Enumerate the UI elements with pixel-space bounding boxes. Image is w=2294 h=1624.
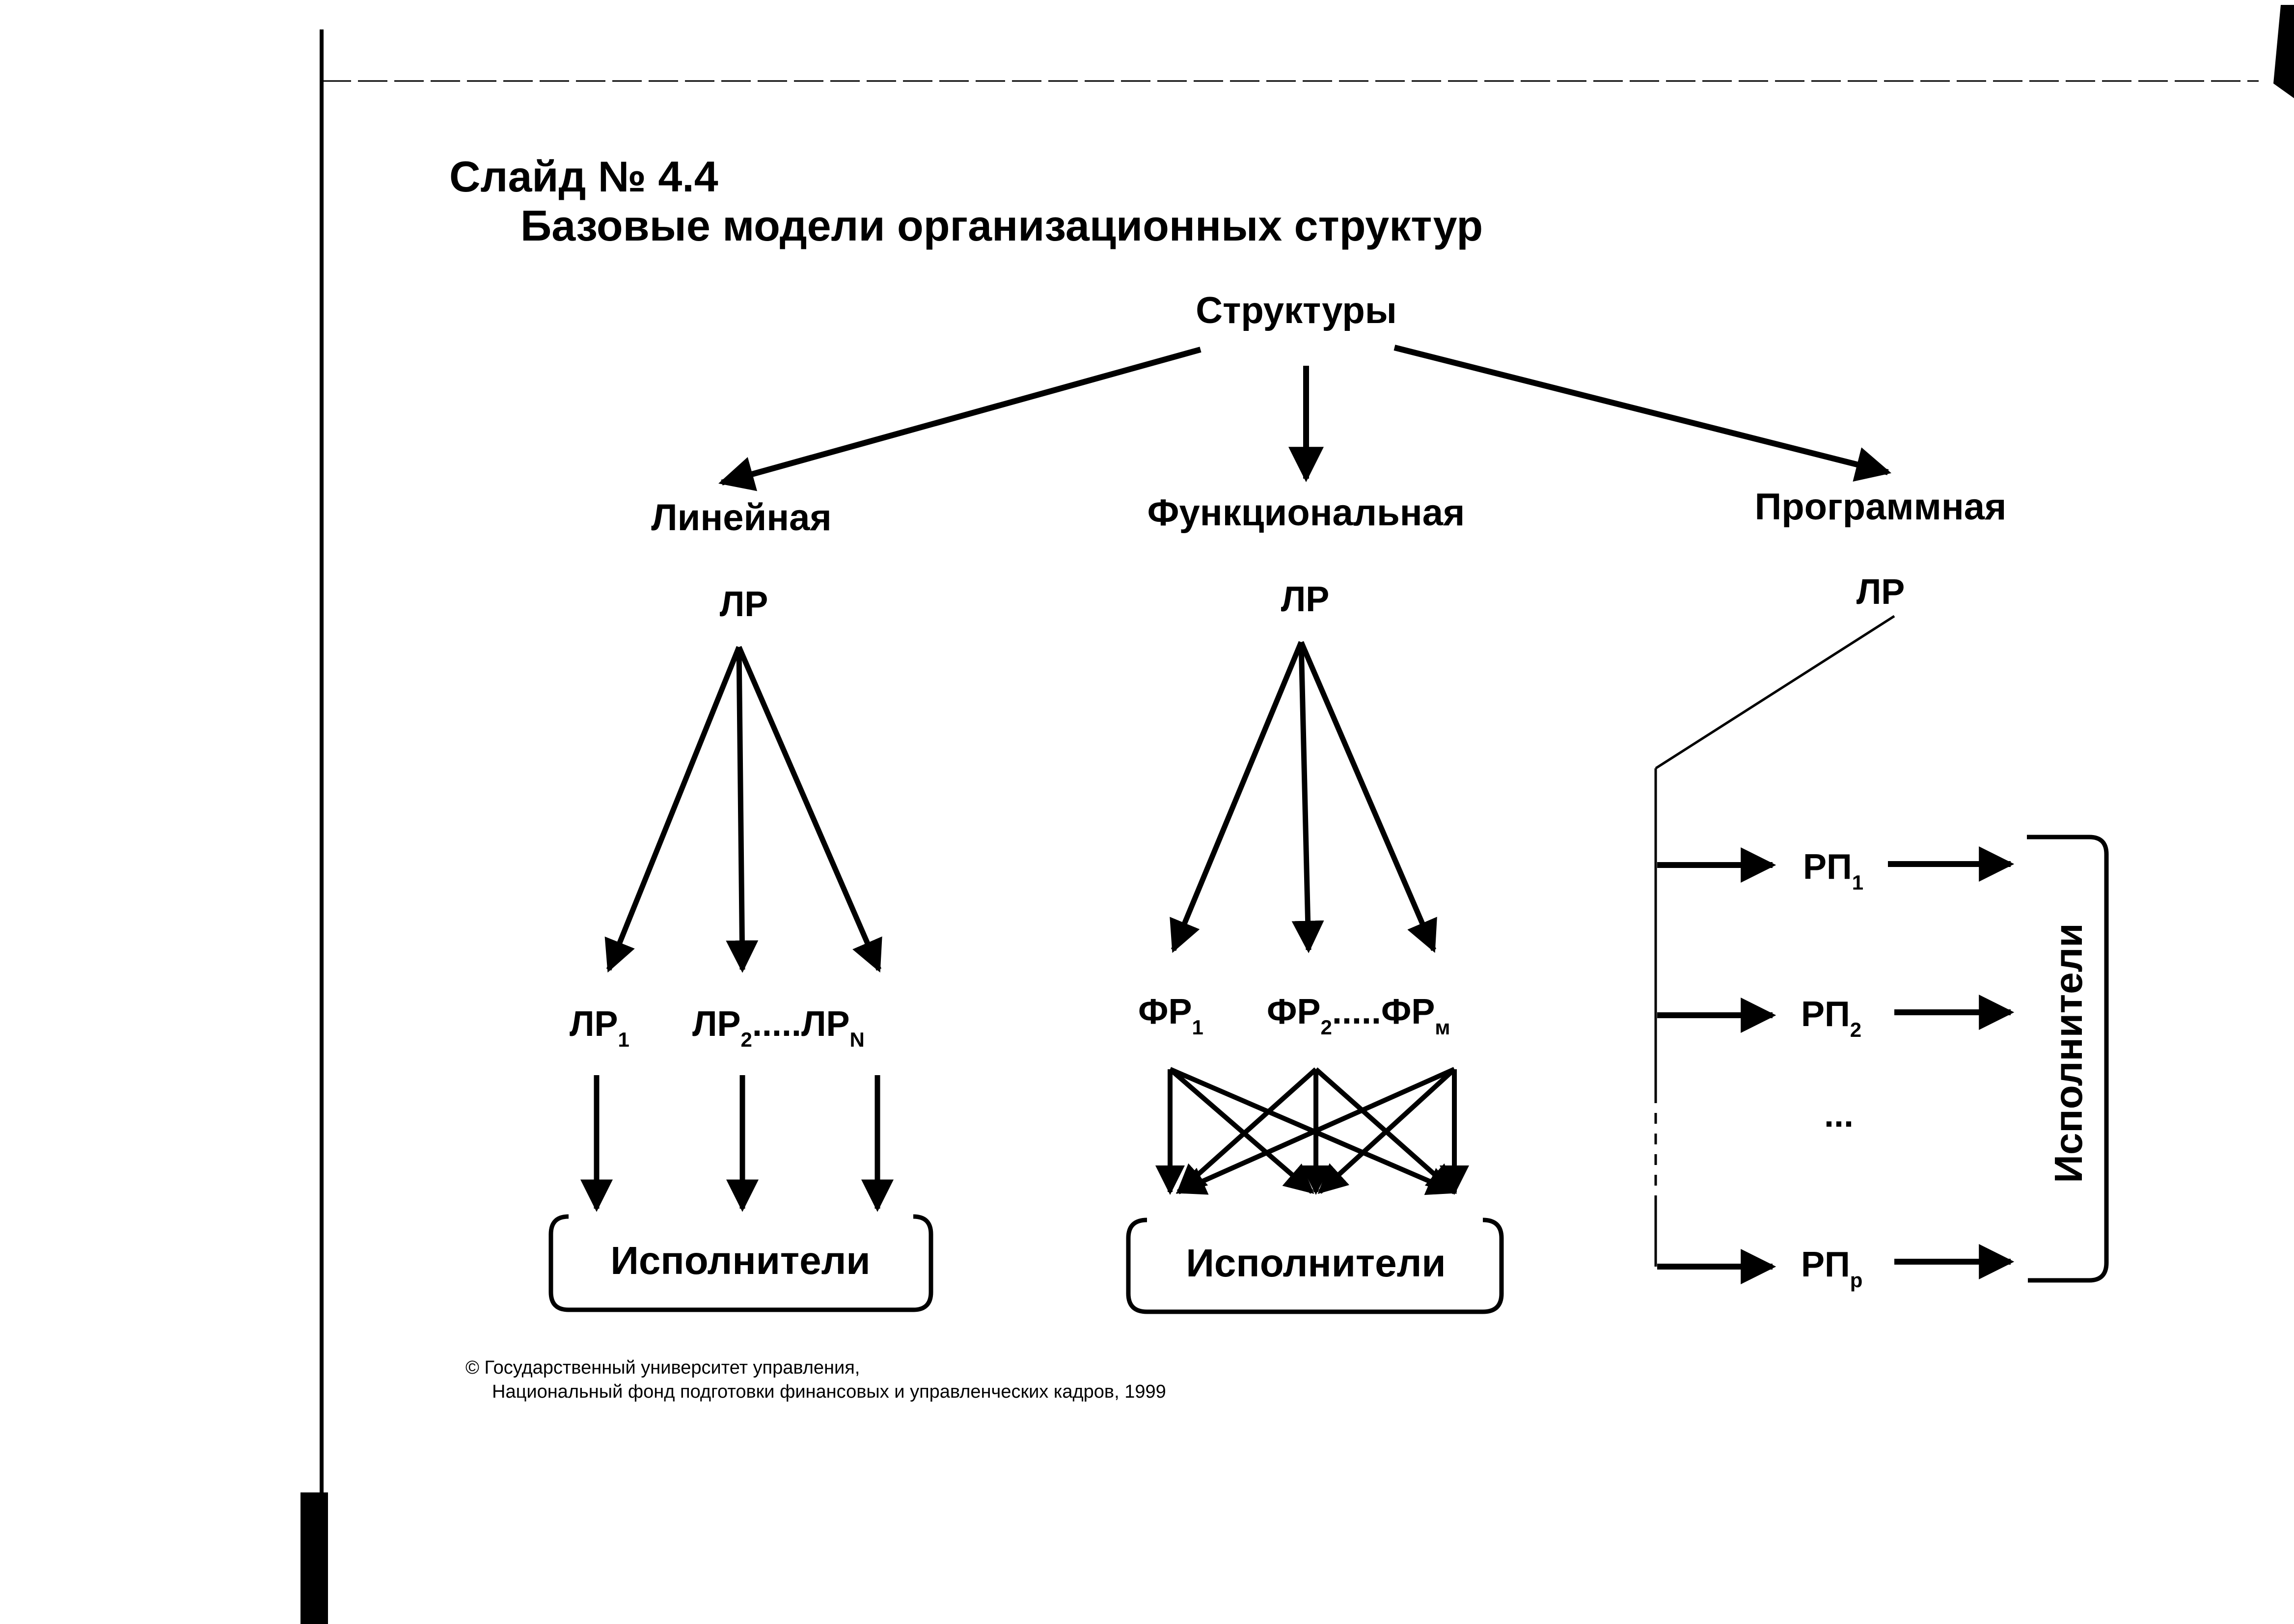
program-executors-bracket — [2026, 835, 2109, 1283]
root-arrows — [718, 345, 1891, 491]
linear-executors-bracket — [548, 1214, 933, 1312]
branch-linear-label: Линейная — [651, 497, 831, 539]
credit-line-1: © Государственный университет управления… — [465, 1357, 860, 1378]
root-node: Структуры — [1196, 290, 1397, 331]
credit-line-2: Национальный фонд подготовки финансовых … — [492, 1381, 1166, 1402]
program-structure: ЛР РП1 РП2 ... РПр Исполнители — [1654, 572, 2109, 1292]
slide-title: Базовые модели организационных структур — [520, 201, 1483, 250]
functional-sub-manager-1: ФР1 — [1138, 992, 1203, 1039]
program-manager: ЛР — [1857, 572, 1905, 612]
branch-functional-label: Функциональная — [1147, 492, 1465, 534]
project-manager-p: РПр — [1801, 1245, 1862, 1292]
slide-number: Слайд № 4.4 — [449, 152, 718, 201]
functional-sub-manager-2-to-m: ФР2.....ФРм — [1267, 992, 1450, 1039]
arrow-to-program — [1393, 345, 1891, 482]
functional-cross-arrows — [1155, 1067, 1469, 1195]
linear-executors: Исполнители — [610, 1239, 870, 1282]
program-executors: Исполнители — [2047, 923, 2090, 1183]
linear-structure: ЛР ЛР1 ЛР2.....ЛРN Исполнители — [548, 585, 933, 1312]
functional-executors: Исполнители — [1186, 1241, 1446, 1285]
linear-sub-manager-1: ЛР1 — [570, 1004, 629, 1051]
branch-program-label: Программная — [1755, 486, 2007, 528]
project-manager-2: РП2 — [1801, 995, 1861, 1041]
project-manager-1: РП1 — [1803, 847, 1863, 894]
arrow-to-linear — [718, 347, 1202, 491]
functional-executors-bracket — [1126, 1218, 1504, 1314]
project-ellipsis: ... — [1824, 1095, 1854, 1135]
linear-sub-manager-2-to-n: ЛР2.....ЛРN — [692, 1004, 865, 1051]
scan-border — [300, 5, 2294, 1624]
functional-structure: ЛР ФР1 ФР2.....ФРм Исполнители — [1126, 580, 1504, 1314]
linear-manager: ЛР — [720, 585, 768, 624]
functional-manager: ЛР — [1281, 580, 1330, 619]
